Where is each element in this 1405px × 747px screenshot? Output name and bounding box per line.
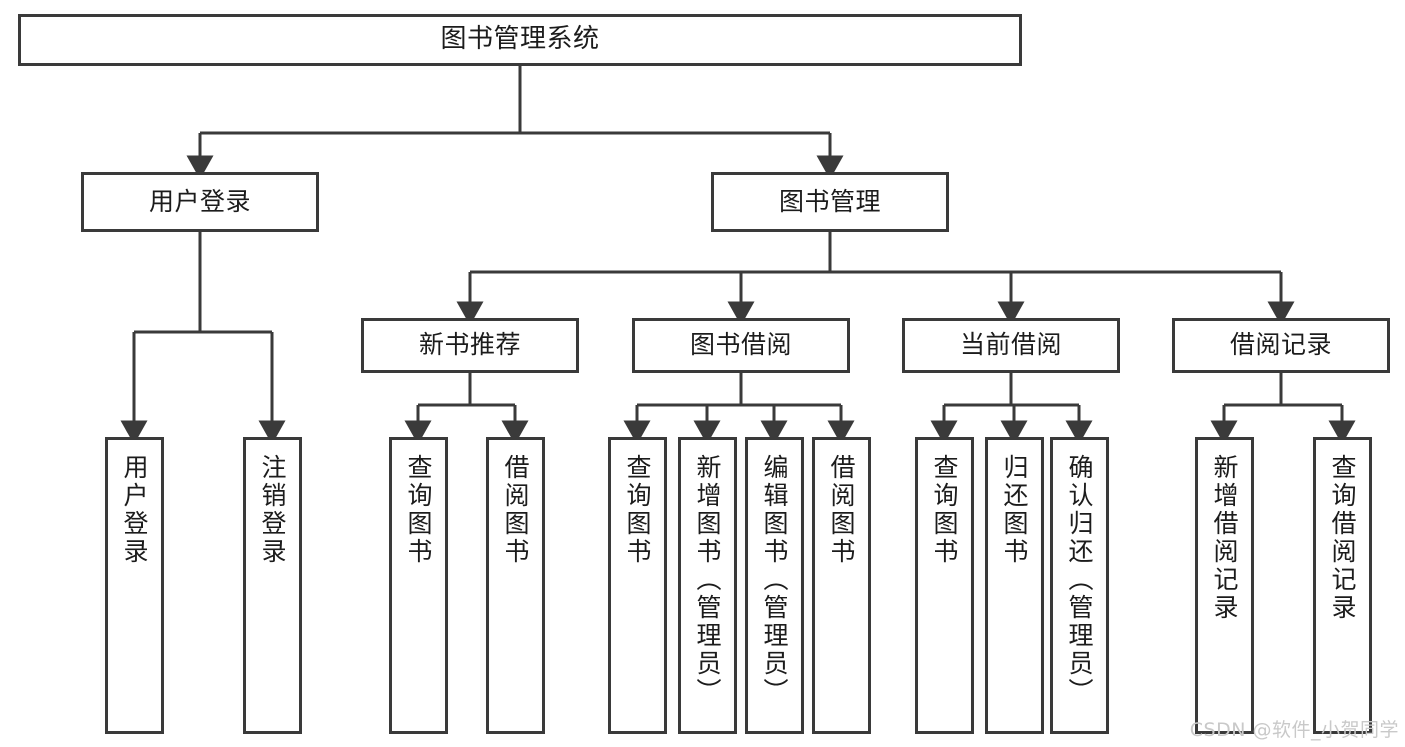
node-label: 图书借阅 [689, 330, 792, 360]
node-root[interactable]: 图书管理系统 [18, 14, 1022, 66]
node-level1-user-login[interactable]: 用户登录 [81, 172, 319, 232]
node-label: 新增图书（管理员） [693, 454, 722, 706]
node-label: 查询图书 [930, 454, 959, 566]
node-level2-book-borrow[interactable]: 图书借阅 [632, 318, 850, 373]
node-label: 查询借阅记录 [1328, 454, 1357, 622]
node-level1-book-management[interactable]: 图书管理 [711, 172, 949, 232]
node-label: 确认归还（管理员） [1065, 454, 1094, 706]
node-label: 查询图书 [404, 454, 433, 566]
node-leaf-add-book-admin[interactable]: 新增图书（管理员） [678, 437, 737, 734]
node-leaf-return-book[interactable]: 归还图书 [985, 437, 1044, 734]
node-leaf-confirm-return-admin[interactable]: 确认归还（管理员） [1050, 437, 1109, 734]
csdn-watermark: CSDN @软件_小贺同学 [1189, 719, 1399, 741]
node-label: 图书管理 [778, 186, 881, 216]
node-level2-borrow-record[interactable]: 借阅记录 [1172, 318, 1390, 373]
node-leaf-add-borrow-record[interactable]: 新增借阅记录 [1195, 437, 1254, 734]
node-label: 借阅图书 [501, 454, 530, 566]
node-leaf-logout[interactable]: 注销登录 [243, 437, 302, 734]
node-label: 当前借阅 [959, 330, 1062, 360]
node-label: 注销登录 [258, 454, 287, 566]
node-label: 用户登录 [148, 186, 251, 216]
node-label: 借阅记录 [1229, 330, 1332, 360]
node-label: 借阅图书 [827, 454, 856, 566]
node-leaf-edit-book-admin[interactable]: 编辑图书（管理员） [745, 437, 804, 734]
node-root-label: 图书管理系统 [440, 24, 600, 55]
node-label: 查询图书 [623, 454, 652, 566]
node-label: 新增借阅记录 [1210, 454, 1239, 622]
node-leaf-query-book-new[interactable]: 查询图书 [389, 437, 448, 734]
node-level2-new-book-recommend[interactable]: 新书推荐 [361, 318, 579, 373]
node-leaf-user-login[interactable]: 用户登录 [105, 437, 164, 734]
node-label: 归还图书 [1000, 454, 1029, 566]
node-leaf-query-book-borrow[interactable]: 查询图书 [608, 437, 667, 734]
node-leaf-borrow-book[interactable]: 借阅图书 [812, 437, 871, 734]
node-label: 新书推荐 [418, 330, 521, 360]
node-leaf-borrow-book-new[interactable]: 借阅图书 [486, 437, 545, 734]
node-leaf-query-borrow-record[interactable]: 查询借阅记录 [1313, 437, 1372, 734]
node-leaf-query-book-current[interactable]: 查询图书 [915, 437, 974, 734]
node-label: 用户登录 [120, 454, 149, 566]
node-level2-current-borrow[interactable]: 当前借阅 [902, 318, 1120, 373]
node-label: 编辑图书（管理员） [760, 454, 789, 706]
